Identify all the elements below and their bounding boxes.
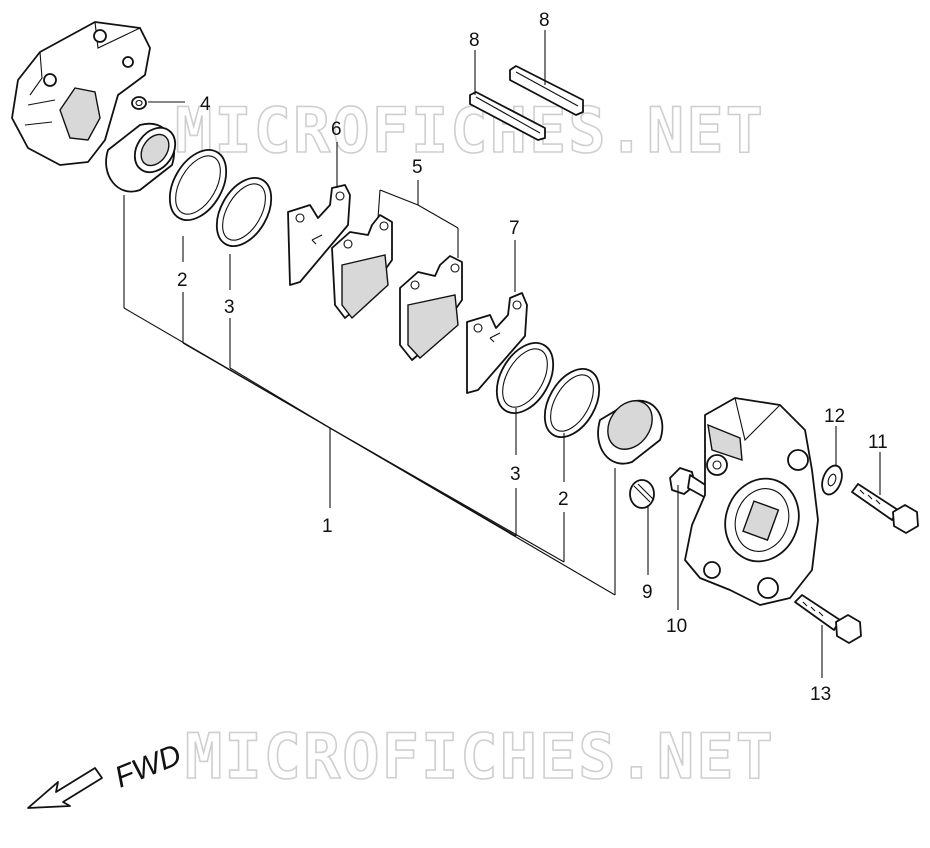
- watermark-top: MICROFICHES.NET: [175, 94, 765, 167]
- bleeder-cap: [629, 479, 655, 509]
- bolt-upper: [851, 483, 919, 534]
- callout-8-left: 8: [469, 30, 480, 51]
- piston-right: [597, 399, 664, 465]
- washer: [821, 464, 843, 496]
- callout-5: 5: [412, 157, 423, 178]
- callout-6: 6: [331, 119, 342, 140]
- seal-left-3: [215, 177, 273, 247]
- brake-pad-left: [331, 214, 393, 320]
- pad-shim-right: [466, 292, 528, 394]
- seal-left-2: [168, 149, 228, 221]
- leader-lines: [123, 30, 881, 678]
- brake-pad-right: [399, 255, 463, 361]
- direction-label: FWD: [110, 738, 186, 794]
- pad-shim-left: [287, 184, 351, 286]
- bolt-lower: [794, 594, 862, 644]
- small-nut: [131, 96, 185, 110]
- caliper-body: [684, 397, 819, 606]
- callout-12: 12: [824, 406, 845, 427]
- callout-2-left: 2: [177, 270, 188, 291]
- seal-right-2: [543, 368, 601, 438]
- watermark-bottom: MICROFICHES.NET: [185, 720, 775, 793]
- callout-1: 1: [322, 516, 333, 537]
- caliper-bracket: [11, 21, 151, 166]
- callout-8-right: 8: [539, 10, 550, 31]
- callout-3-right: 3: [510, 464, 521, 485]
- callout-3-left: 3: [224, 297, 235, 318]
- callout-11: 11: [868, 432, 888, 453]
- seal-right-3: [495, 342, 555, 414]
- callout-7: 7: [509, 218, 520, 239]
- callout-4: 4: [200, 94, 211, 115]
- callout-2-right: 2: [558, 489, 569, 510]
- callout-9: 9: [642, 582, 653, 603]
- callout-10: 10: [666, 616, 687, 637]
- piston-left: [105, 122, 177, 193]
- pad-pin-right: [509, 65, 584, 116]
- pad-pin-left: [469, 91, 546, 141]
- callout-13: 13: [810, 684, 831, 705]
- bleeder-valve: [669, 467, 711, 499]
- forward-arrow-icon: [27, 767, 103, 809]
